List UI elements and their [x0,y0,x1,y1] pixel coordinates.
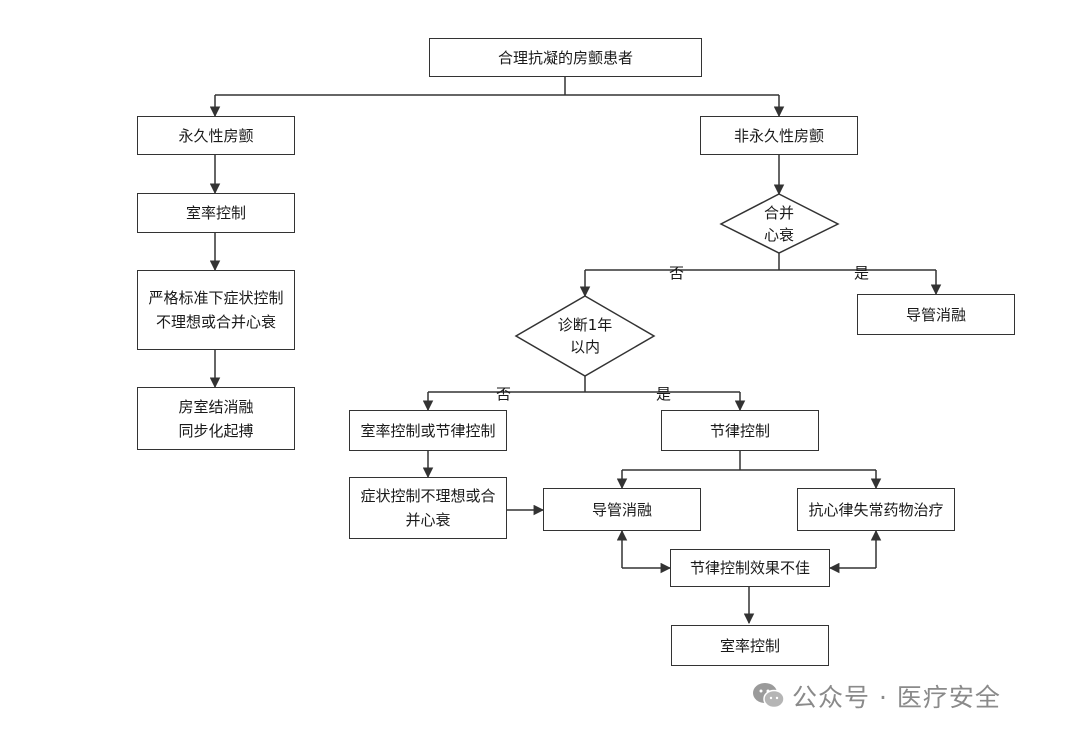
av-ablation-line1: 房室结消融 [178,397,254,416]
diag-line2: 以内 [569,338,600,356]
catheter-ablation-mid-node: 导管消融 [543,488,701,531]
av-ablation-node: 房室结消融 同步化起搏 [137,387,295,450]
permanent-af-node: 永久性房颤 [137,116,295,155]
strict-control-line1: 严格标准下症状控制 [148,289,284,307]
watermark-text: 公众号 · 医疗安全 [792,683,1001,712]
label-hf-yes: 是 [854,264,870,282]
label-diag-yes: 是 [656,385,672,403]
strict-control-node: 严格标准下症状控制 不理想或合并心衰 [137,270,295,350]
rhythm-poor-node: 节律控制效果不佳 [670,549,830,587]
label-hf-no: 否 [669,264,685,282]
diag-line1: 诊断1年 [557,316,613,334]
wechat-icon [753,683,785,709]
rhythm-control-node: 节律控制 [661,410,819,451]
hf-line2: 心衰 [763,226,794,244]
catheter-ablation-right-node: 导管消融 [857,294,1015,335]
nonpermanent-af-node: 非永久性房颤 [700,116,858,155]
heart-failure-diamond [719,193,840,254]
symptom-poor-line2: 并心衰 [405,511,451,529]
rate-control-left-node: 室率控制 [137,193,295,233]
av-ablation-line2: 同步化起搏 [178,421,254,440]
strict-control-line2: 不理想或合并心衰 [155,313,276,331]
watermark: 公众号 · 医疗安全 [752,678,1001,714]
rate-control-bottom-node: 室率控制 [671,625,829,666]
diagnosis-label: 诊断1年 以内 [540,313,630,359]
diagnosis-diamond [514,295,656,377]
heart-failure-label: 合并 心衰 [739,201,819,247]
start-node: 合理抗凝的房颤患者 [429,38,702,77]
antiarrhythmic-drug-node: 抗心律失常药物治疗 [797,488,955,531]
label-diag-no: 否 [496,385,512,403]
symptom-poor-line1: 症状控制不理想或合 [360,487,496,505]
rate-or-rhythm-node: 室率控制或节律控制 [349,410,507,451]
symptom-poor-node: 症状控制不理想或合 并心衰 [349,477,507,539]
hf-line1: 合并 [763,204,794,222]
